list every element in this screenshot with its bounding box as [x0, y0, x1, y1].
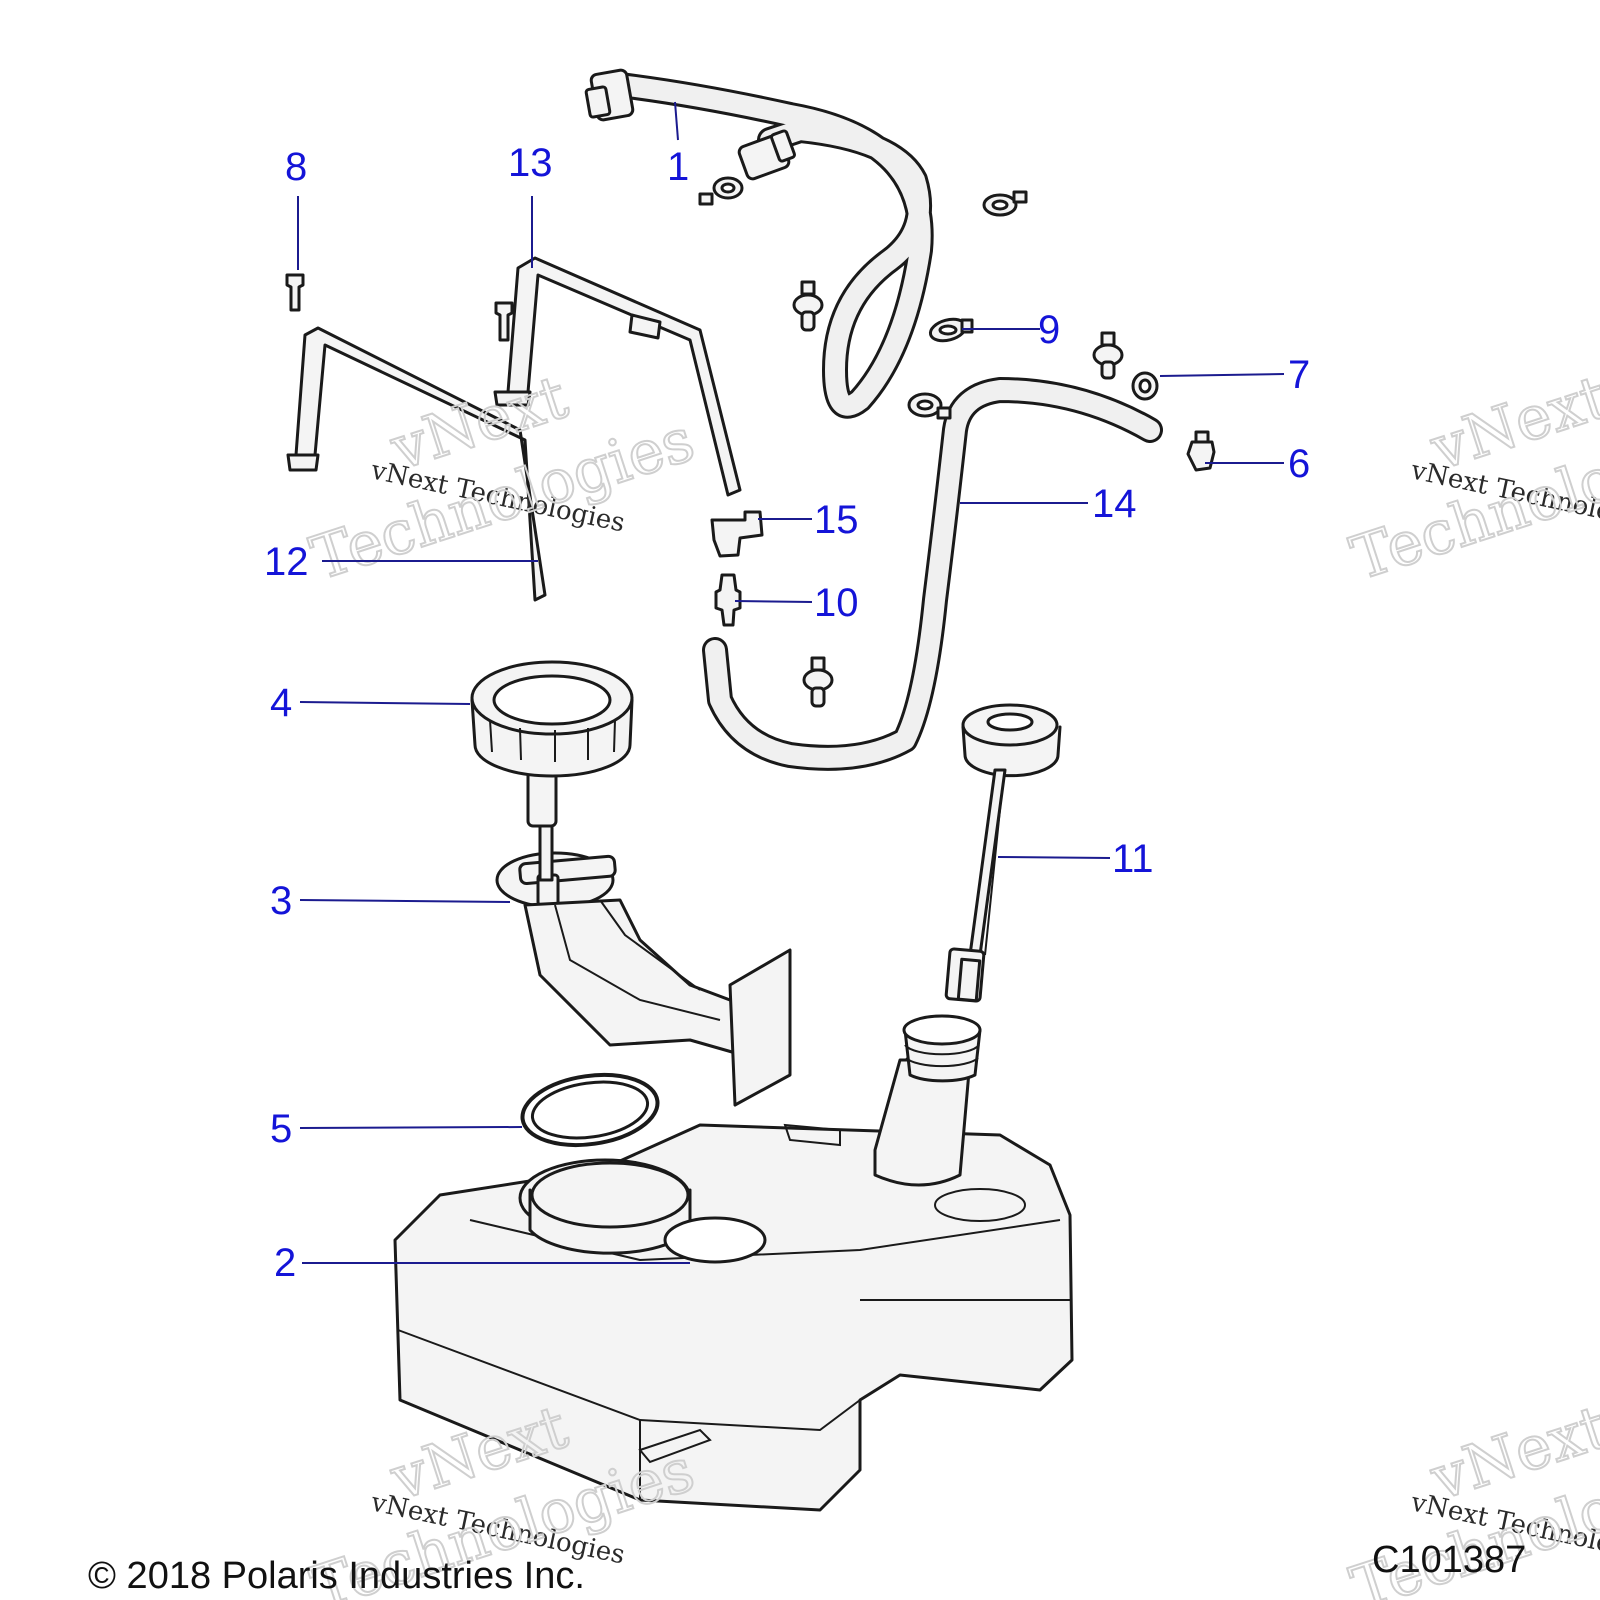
push-pin-c [802, 656, 834, 708]
watermark-2: vNext Technologies vNext Technologies [1342, 361, 1600, 595]
callout-9: 9 [1038, 308, 1060, 352]
bolt-8b [494, 301, 514, 342]
fuel-line-assembly [584, 68, 934, 419]
tank-strap-13 [493, 256, 742, 497]
push-pin [792, 280, 824, 332]
leader-1 [674, 101, 679, 141]
leader-10 [734, 600, 813, 603]
callout-14: 14 [1092, 482, 1137, 526]
tank-strap-12 [286, 326, 547, 602]
callout-13: 13 [508, 141, 553, 185]
leader-4 [299, 701, 471, 705]
callout-1: 1 [667, 145, 689, 189]
callout-12: 12 [264, 540, 309, 584]
watermark-1: vNext Technologies vNext Technologies [302, 361, 703, 595]
bolt-8 [285, 273, 305, 312]
callout-15: 15 [814, 498, 859, 542]
callout-6: 6 [1288, 442, 1310, 486]
fuel-sender-cap [944, 703, 1062, 1003]
leader-lines [297, 101, 1285, 1264]
check-valve [714, 573, 742, 627]
clip-9d [907, 392, 952, 420]
callout-4: 4 [270, 681, 292, 725]
copyright-text: © 2018 Polaris Industries Inc. [88, 1555, 585, 1597]
callout-labels: 1 2 3 4 5 6 7 8 9 10 11 12 13 14 15 [264, 141, 1310, 1285]
fuel-tank [393, 1014, 1074, 1512]
callout-7: 7 [1288, 353, 1310, 397]
leader-3 [299, 899, 511, 903]
leader-11 [997, 856, 1111, 859]
leader-5 [299, 1126, 523, 1129]
callout-10: 10 [814, 581, 859, 625]
leader-7 [1159, 373, 1285, 377]
fuel-pump-assembly [495, 758, 792, 1107]
pump-lock-ring [470, 660, 634, 778]
clip-9 [928, 317, 974, 343]
clip-9b [698, 176, 744, 206]
callout-5: 5 [270, 1107, 292, 1151]
diagram-code: C101387 [1372, 1539, 1526, 1581]
callout-3: 3 [270, 879, 292, 923]
clip-9c [982, 190, 1028, 217]
vent-hose [702, 377, 1163, 771]
pump-seal-ring [520, 1073, 660, 1147]
push-pin-b [1092, 331, 1124, 380]
push-nut-6 [1186, 430, 1216, 472]
callout-11: 11 [1112, 837, 1154, 881]
hose-clamp-7 [1131, 371, 1159, 401]
callout-2: 2 [274, 1241, 296, 1285]
elbow-fitting [710, 510, 764, 558]
callout-8: 8 [285, 145, 307, 189]
